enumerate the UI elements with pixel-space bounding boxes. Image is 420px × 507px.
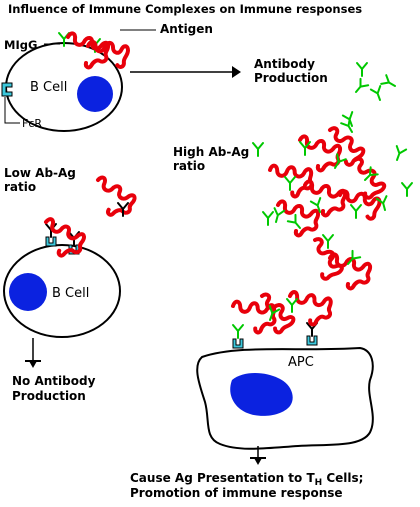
- low-ratio-line2: ratio: [4, 180, 36, 194]
- apc-arrow: [250, 446, 266, 465]
- cause-line2: Promotion of immune response: [130, 486, 343, 500]
- top-b-cell-label: B Cell: [30, 80, 67, 95]
- apc-cell: APC: [196, 346, 374, 450]
- bottom-b-cell-nucleus: [9, 273, 47, 311]
- antigen-label: Antigen: [160, 22, 213, 36]
- bottom-b-cell: B Cell: [3, 244, 121, 338]
- top-fcr-receptor: [1, 82, 20, 124]
- no-antibody-line2: Production: [12, 389, 86, 403]
- high-ratio-line2: ratio: [173, 159, 205, 173]
- immune-complex-lattice: [267, 117, 393, 291]
- no-antibody-line1: No Antibody: [12, 374, 96, 388]
- cause-line1: Cause Ag Presentation to TH Cells;: [130, 471, 363, 488]
- title: Influence of Immune Complexes on Immune …: [8, 2, 362, 16]
- antibody-production-line2: Production: [254, 71, 328, 85]
- free-antibodies-top-right: [351, 62, 399, 103]
- low-ratio-line1: Low Ab-Ag: [4, 166, 76, 180]
- production-arrow: [130, 66, 241, 78]
- apc-nucleus: [230, 373, 293, 416]
- no-production-arrow: [25, 338, 41, 368]
- apc-receptors: [230, 286, 335, 349]
- top-b-cell-nucleus: [77, 76, 113, 112]
- apc-label: APC: [288, 355, 314, 370]
- migg-label: MIgG: [4, 38, 37, 52]
- fcr-label: FcR: [22, 117, 42, 130]
- antibody-production-line1: Antibody: [254, 57, 315, 71]
- low-ratio-complex: [88, 174, 140, 222]
- high-ratio-line1: High Ab-Ag: [173, 145, 249, 159]
- bottom-b-cell-label: B Cell: [52, 286, 89, 301]
